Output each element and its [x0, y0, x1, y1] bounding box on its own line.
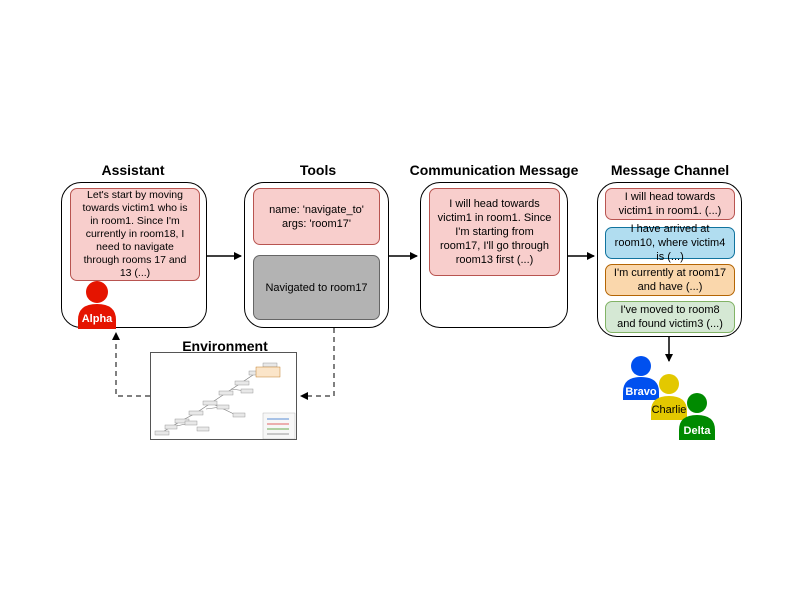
- environment-map: [150, 352, 297, 440]
- channel-title: Message Channel: [610, 162, 730, 178]
- tool-call-box: name: 'navigate_to' args: 'room17': [253, 188, 380, 245]
- delta-agent-icon: [679, 393, 715, 440]
- communication-message-box: I will head towards victim1 in room1. Si…: [429, 188, 560, 276]
- environment-title: Environment: [182, 338, 268, 354]
- tool-result-box: Navigated to room17: [253, 255, 380, 320]
- charlie-label: Charlie: [651, 404, 687, 416]
- environment-map-graph: [154, 362, 296, 439]
- channel-message-3: I'm currently at room17 and have (...): [605, 264, 735, 296]
- tools-title: Tools: [299, 162, 337, 178]
- arrow-environment-to-assistant: [112, 332, 150, 397]
- charlie-agent-icon: [651, 374, 687, 420]
- delta-label: Delta: [683, 425, 711, 437]
- assistant-reasoning-box: Let's start by moving towards victim1 wh…: [70, 188, 200, 281]
- bravo-agent-icon: [623, 356, 659, 400]
- arrow-tools-to-environment: [300, 328, 335, 400]
- bravo-label: Bravo: [625, 386, 657, 398]
- alpha-agent-icon: [78, 281, 116, 329]
- channel-message-1: I will head towards victim1 in room1. (.…: [605, 188, 735, 220]
- channel-message-4: I've moved to room8 and found victim3 (.…: [605, 301, 735, 333]
- communication-title: Communication Message: [409, 162, 579, 178]
- assistant-title: Assistant: [101, 162, 165, 178]
- alpha-label: Alpha: [81, 313, 113, 325]
